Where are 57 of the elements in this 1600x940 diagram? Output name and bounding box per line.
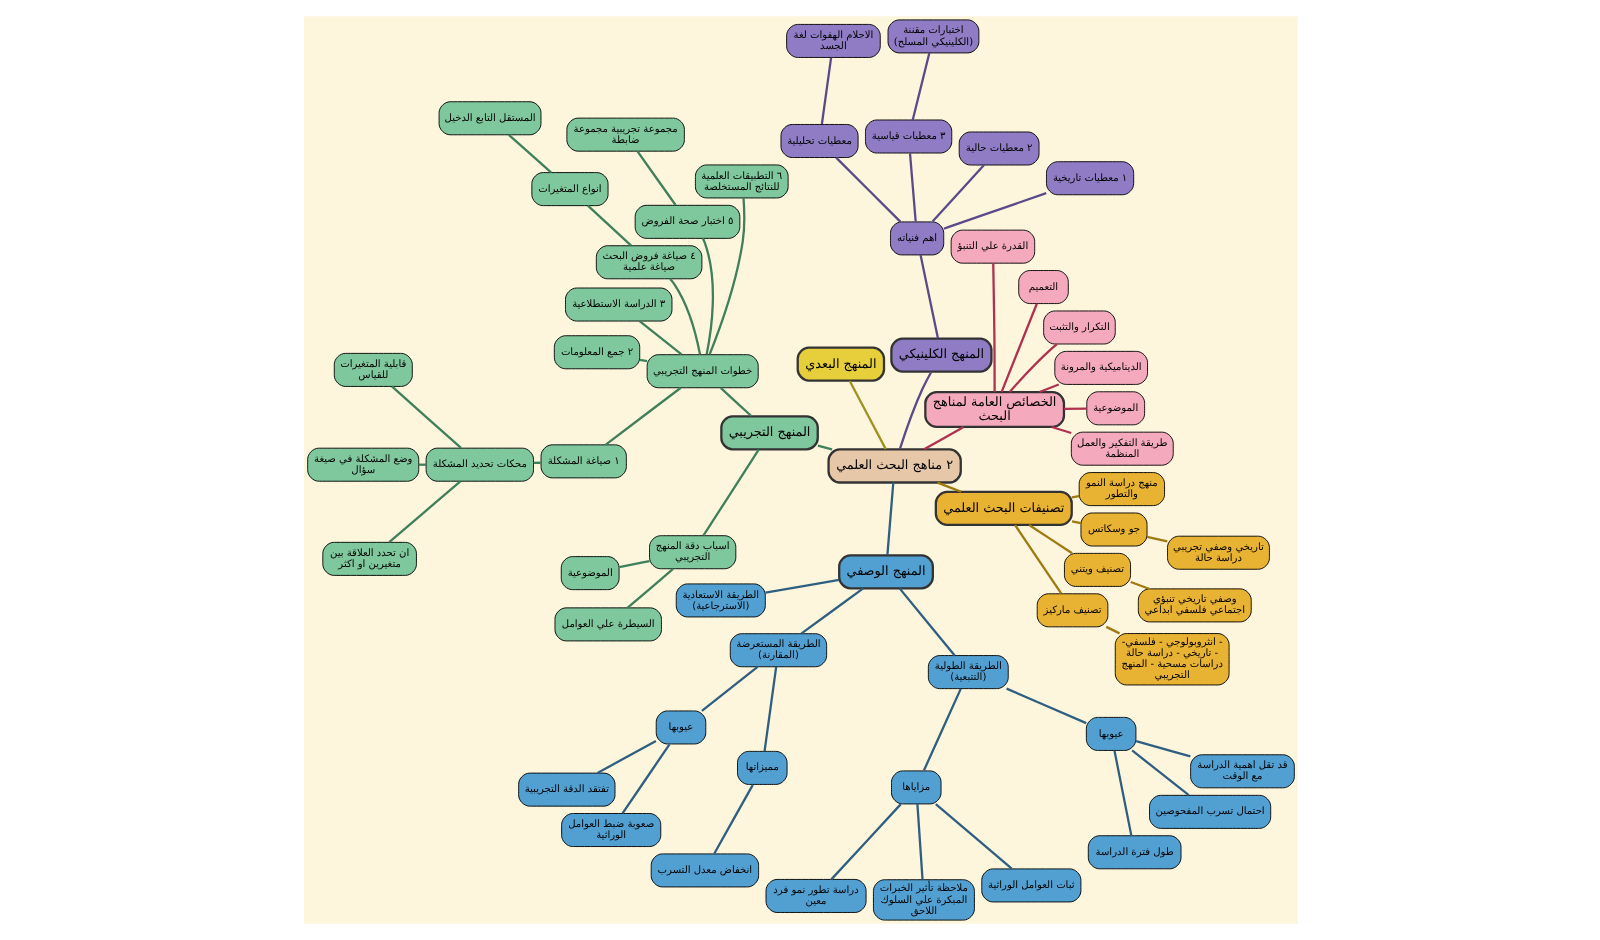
connector: [586, 204, 631, 247]
connector: [1145, 535, 1167, 543]
connector: [799, 587, 863, 635]
connector: [819, 57, 832, 125]
connector: [701, 448, 759, 536]
connector: [390, 385, 461, 449]
connector: [897, 371, 932, 450]
connector: [910, 52, 930, 121]
connector: [637, 320, 682, 356]
connector: [1104, 625, 1120, 635]
connector: [1134, 739, 1190, 758]
connector: [507, 134, 551, 174]
connector: [1007, 343, 1057, 393]
connector: [625, 568, 673, 609]
connector: [620, 743, 670, 815]
connector: [834, 156, 901, 223]
connector: [1070, 520, 1080, 525]
connector: [915, 803, 923, 880]
connector: [638, 358, 647, 363]
connector: [700, 665, 758, 712]
connector: [668, 278, 701, 355]
connector: [604, 386, 681, 446]
connector: [918, 254, 939, 339]
connector: [897, 587, 955, 657]
connector: [1063, 407, 1086, 410]
connector: [1027, 524, 1072, 555]
connector: [718, 386, 752, 417]
connector: [885, 482, 894, 556]
connector: [816, 444, 832, 451]
connector: [387, 480, 461, 543]
connector: [764, 578, 839, 594]
connector: [762, 666, 777, 752]
connector: [595, 740, 656, 774]
connector: [712, 784, 753, 855]
connector: [1005, 687, 1086, 725]
connector: [635, 150, 676, 206]
connector: [936, 481, 961, 493]
connector: [991, 263, 995, 392]
connector: [907, 153, 916, 222]
connector: [942, 192, 1046, 230]
connector: [1112, 750, 1132, 836]
connector: [922, 426, 964, 451]
connector: [999, 303, 1037, 393]
connector: [930, 164, 984, 223]
connector: [1129, 580, 1149, 590]
connector: [1130, 749, 1189, 796]
connector: [1050, 425, 1071, 435]
connector: [829, 803, 901, 881]
connector: [700, 237, 714, 355]
connector: [618, 559, 649, 569]
connector: [1070, 494, 1079, 499]
connector: [1013, 524, 1062, 595]
connector: [847, 380, 886, 450]
connector: [934, 803, 1012, 870]
connector: [1038, 383, 1059, 394]
connector: [921, 688, 961, 772]
connector: [707, 197, 745, 355]
